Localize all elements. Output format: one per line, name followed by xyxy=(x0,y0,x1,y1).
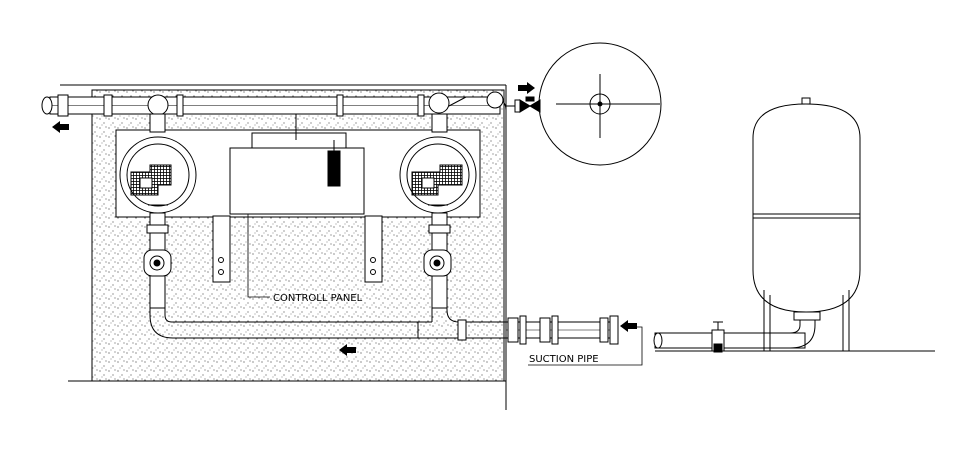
control-panel xyxy=(212,114,383,283)
controll-panel-label: CONTROLL PANEL xyxy=(247,214,363,304)
tank-supply-pipe xyxy=(653,311,821,353)
suction-header xyxy=(149,300,520,341)
union-fitting-icon xyxy=(505,315,619,345)
suction-pipe-text: SUCTION PIPE xyxy=(529,354,599,365)
controll-panel-text: CONTROLL PANEL xyxy=(273,293,363,304)
suction-pipe-label: SUCTION PIPE xyxy=(528,326,643,366)
tank-plan-view xyxy=(538,42,662,166)
pump-left xyxy=(119,136,197,214)
risers xyxy=(149,113,448,133)
pump-right xyxy=(399,136,477,214)
arrow-icon xyxy=(52,82,637,356)
valve-icon xyxy=(143,249,452,277)
pressure-tank xyxy=(752,97,861,351)
discharge-header xyxy=(41,91,507,117)
tank-outlet-valve xyxy=(506,96,541,113)
